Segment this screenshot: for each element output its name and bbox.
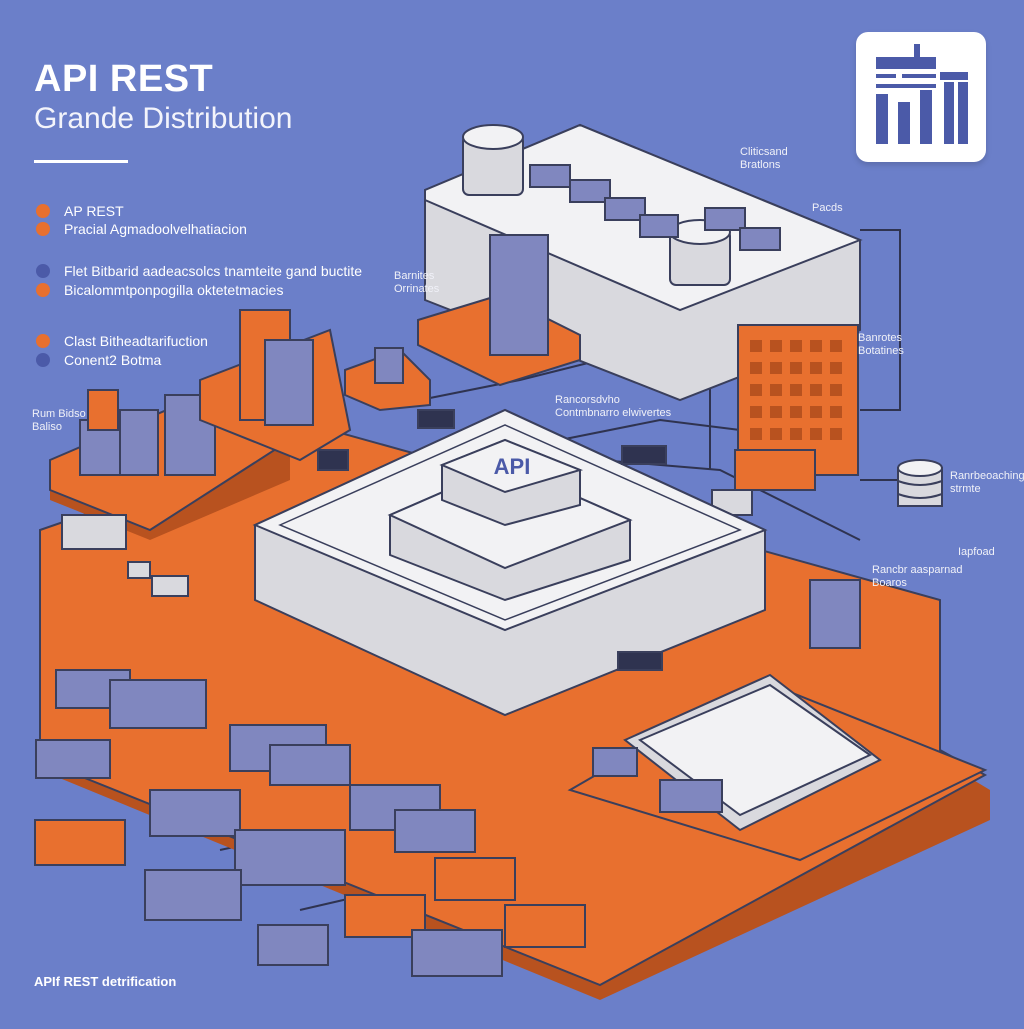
- annotation: Rum Bidso Baliso: [32, 408, 86, 433]
- upper-left-platform: [199, 309, 352, 462]
- legend-dot: [36, 222, 50, 236]
- floating-tiles: [34, 409, 667, 977]
- page-subtitle: Grande Distribution: [34, 102, 293, 135]
- annotation: Rancorsdvho Contmbnarro elwivertes: [555, 394, 672, 419]
- footer-caption: APIf REST detrification: [34, 974, 177, 989]
- legend-label: Conent2 Botma: [64, 352, 162, 368]
- legend-dot: [36, 264, 50, 278]
- annotation: Barnites Orrinates: [394, 270, 440, 295]
- annotation: Banrotes Botatines: [858, 332, 904, 357]
- annotation: Cliticsand Bratlons: [740, 146, 788, 171]
- legend-label: Flet Bitbarid aadeacsolcs tnamteite gand…: [64, 263, 363, 279]
- bar-chart-icon: [856, 32, 986, 162]
- legend-item: Conent2 Botma: [36, 351, 161, 369]
- legend-dot: [36, 334, 50, 348]
- legend-label: Bicalommtponpogilla oktetetmacies: [64, 282, 284, 298]
- legend-label: AP REST: [64, 203, 124, 219]
- legend-item: Pracial Agmadoolvelhatiacion: [36, 220, 247, 238]
- annotation: Ranrbeoaching strmte: [950, 470, 1024, 495]
- database-icon: [897, 459, 943, 507]
- central-api-node: API: [252, 408, 768, 717]
- server-tower: [344, 234, 581, 412]
- legend-item: Bicalommtponpogilla oktetetmacies: [36, 281, 283, 299]
- legend-item: Clast Bitheadtarifuction: [36, 332, 208, 350]
- legend-dot: [36, 204, 50, 218]
- bar-chart-icon-graphic: [876, 44, 968, 144]
- annotation: Iapfoad: [958, 546, 995, 558]
- legend-item: AP REST: [36, 202, 124, 220]
- legend-item: Flet Bitbarid aadeacsolcs tnamteite gand…: [36, 262, 362, 280]
- locker-panel: [737, 324, 859, 476]
- annotation: Rancbr aasparnad Boaros: [872, 564, 963, 589]
- legend-dot: [36, 353, 50, 367]
- page-title: API REST: [34, 58, 214, 100]
- api-label: API: [494, 454, 531, 479]
- right-rack: [711, 449, 861, 649]
- annotation: Pacds: [812, 202, 843, 214]
- bottom-right-panel: [567, 673, 988, 862]
- legend-dot: [36, 283, 50, 297]
- title-divider: [34, 160, 128, 163]
- legend-label: Clast Bitheadtarifuction: [64, 333, 208, 349]
- legend-label: Pracial Agmadoolvelhatiacion: [64, 221, 247, 237]
